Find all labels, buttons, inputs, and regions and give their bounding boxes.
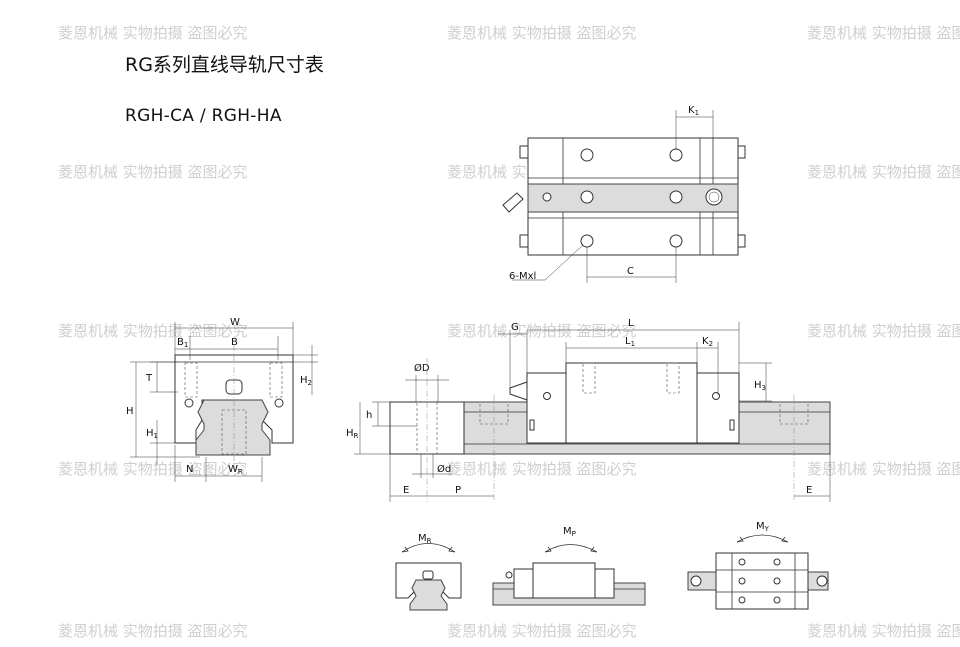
watermark-text: 菱恩机械 实物拍摄 盗图必究 (447, 24, 637, 42)
watermark-text: 菱恩机械 实物拍摄 盗图必究 (447, 622, 637, 640)
watermark-text: 菱恩机械 实物拍摄 盗图必究 (807, 24, 960, 42)
label-h: H (126, 406, 134, 417)
label-h-small: h (366, 410, 372, 421)
label-g: G (511, 322, 519, 333)
label-mr: MR (418, 533, 432, 545)
mounting-hole (580, 148, 594, 162)
label-e-left: E (403, 485, 409, 496)
watermark-text: 菱恩机械 实物拍摄 盗图必究 (58, 163, 248, 181)
label-n: N (186, 464, 193, 475)
mounting-hole (580, 190, 594, 204)
label-h3: H3 (754, 380, 766, 392)
label-k1: K1 (688, 105, 699, 117)
watermark-text: 菱恩机械 实物拍摄 盗图必究 (447, 460, 637, 478)
watermark-text: 菱恩机械 实物拍摄 盗图必究 (58, 24, 248, 42)
rail-front (195, 399, 271, 456)
label-p: P (455, 485, 461, 496)
front-view: W B1 B T H H1 H2 N WR (126, 317, 318, 482)
page-title: RG系列直线导轨尺寸表 (125, 54, 324, 76)
watermark-text: 菱恩机械 实物拍摄 盗图必究 (807, 460, 960, 478)
label-b1: B1 (177, 337, 188, 349)
label-b: B (231, 337, 238, 348)
side-view: G L L1 K2 H3 ØD h HR Ød (346, 318, 831, 502)
top-view: K1 C 6-Mxl (502, 105, 746, 283)
watermark-text: 菱恩机械 实物拍摄 盗图必究 (807, 622, 960, 640)
label-k2: K2 (702, 336, 713, 348)
moment-mp-view: MP (492, 526, 646, 606)
watermark-text: 菱恩机械 实物拍摄 盗图必究 (58, 322, 248, 340)
end-seal-tab (519, 234, 529, 248)
label-mp: MP (563, 526, 576, 538)
label-l1: L1 (625, 336, 635, 348)
mounting-hole (669, 190, 683, 204)
moment-my-view: MY (687, 521, 829, 610)
watermark-text: 菱恩机械 实物拍摄 盗图必究 (58, 460, 248, 478)
label-hr: HR (346, 428, 359, 440)
watermark-layer: 菱恩机械 实物拍摄 盗图必究 菱恩机械 实物拍摄 盗图必究 菱恩机械 实物拍摄 … (58, 24, 960, 640)
label-w: W (230, 317, 240, 328)
watermark-text: 菱恩机械 实物拍摄 盗图必究 (807, 322, 960, 340)
rail-top (527, 183, 739, 213)
label-wr: WR (228, 464, 243, 476)
rail-bolt-hole (705, 188, 723, 206)
model-subtitle: RGH-CA / RGH-HA (125, 106, 282, 126)
label-h2: H2 (300, 375, 312, 387)
grease-plug (542, 192, 552, 202)
label-h1: H1 (146, 428, 158, 440)
mounting-hole (669, 234, 683, 248)
label-t: T (145, 373, 153, 384)
watermark-text: 菱恩机械 实物拍摄 盗图必究 (447, 322, 637, 340)
grease-nipple (509, 381, 528, 401)
label-od-bottom: Ød (437, 463, 451, 475)
moment-mr-view: MR (395, 533, 462, 611)
label-l: L (628, 318, 634, 329)
watermark-text: 菱恩机械 实物拍摄 盗图必究 (807, 163, 960, 181)
carriage-body-side (565, 362, 698, 444)
label-c: C (627, 266, 634, 277)
label-od-top: ØD (414, 362, 430, 374)
watermark-text: 菱恩机械 实物拍摄 盗图必究 (58, 622, 248, 640)
grease-nipple (502, 192, 524, 213)
mounting-hole (669, 148, 683, 162)
end-seal-tab (519, 145, 529, 159)
label-6-mxl: 6-Mxl (509, 271, 536, 282)
label-e-right: E (806, 485, 812, 496)
label-my: MY (756, 521, 770, 533)
